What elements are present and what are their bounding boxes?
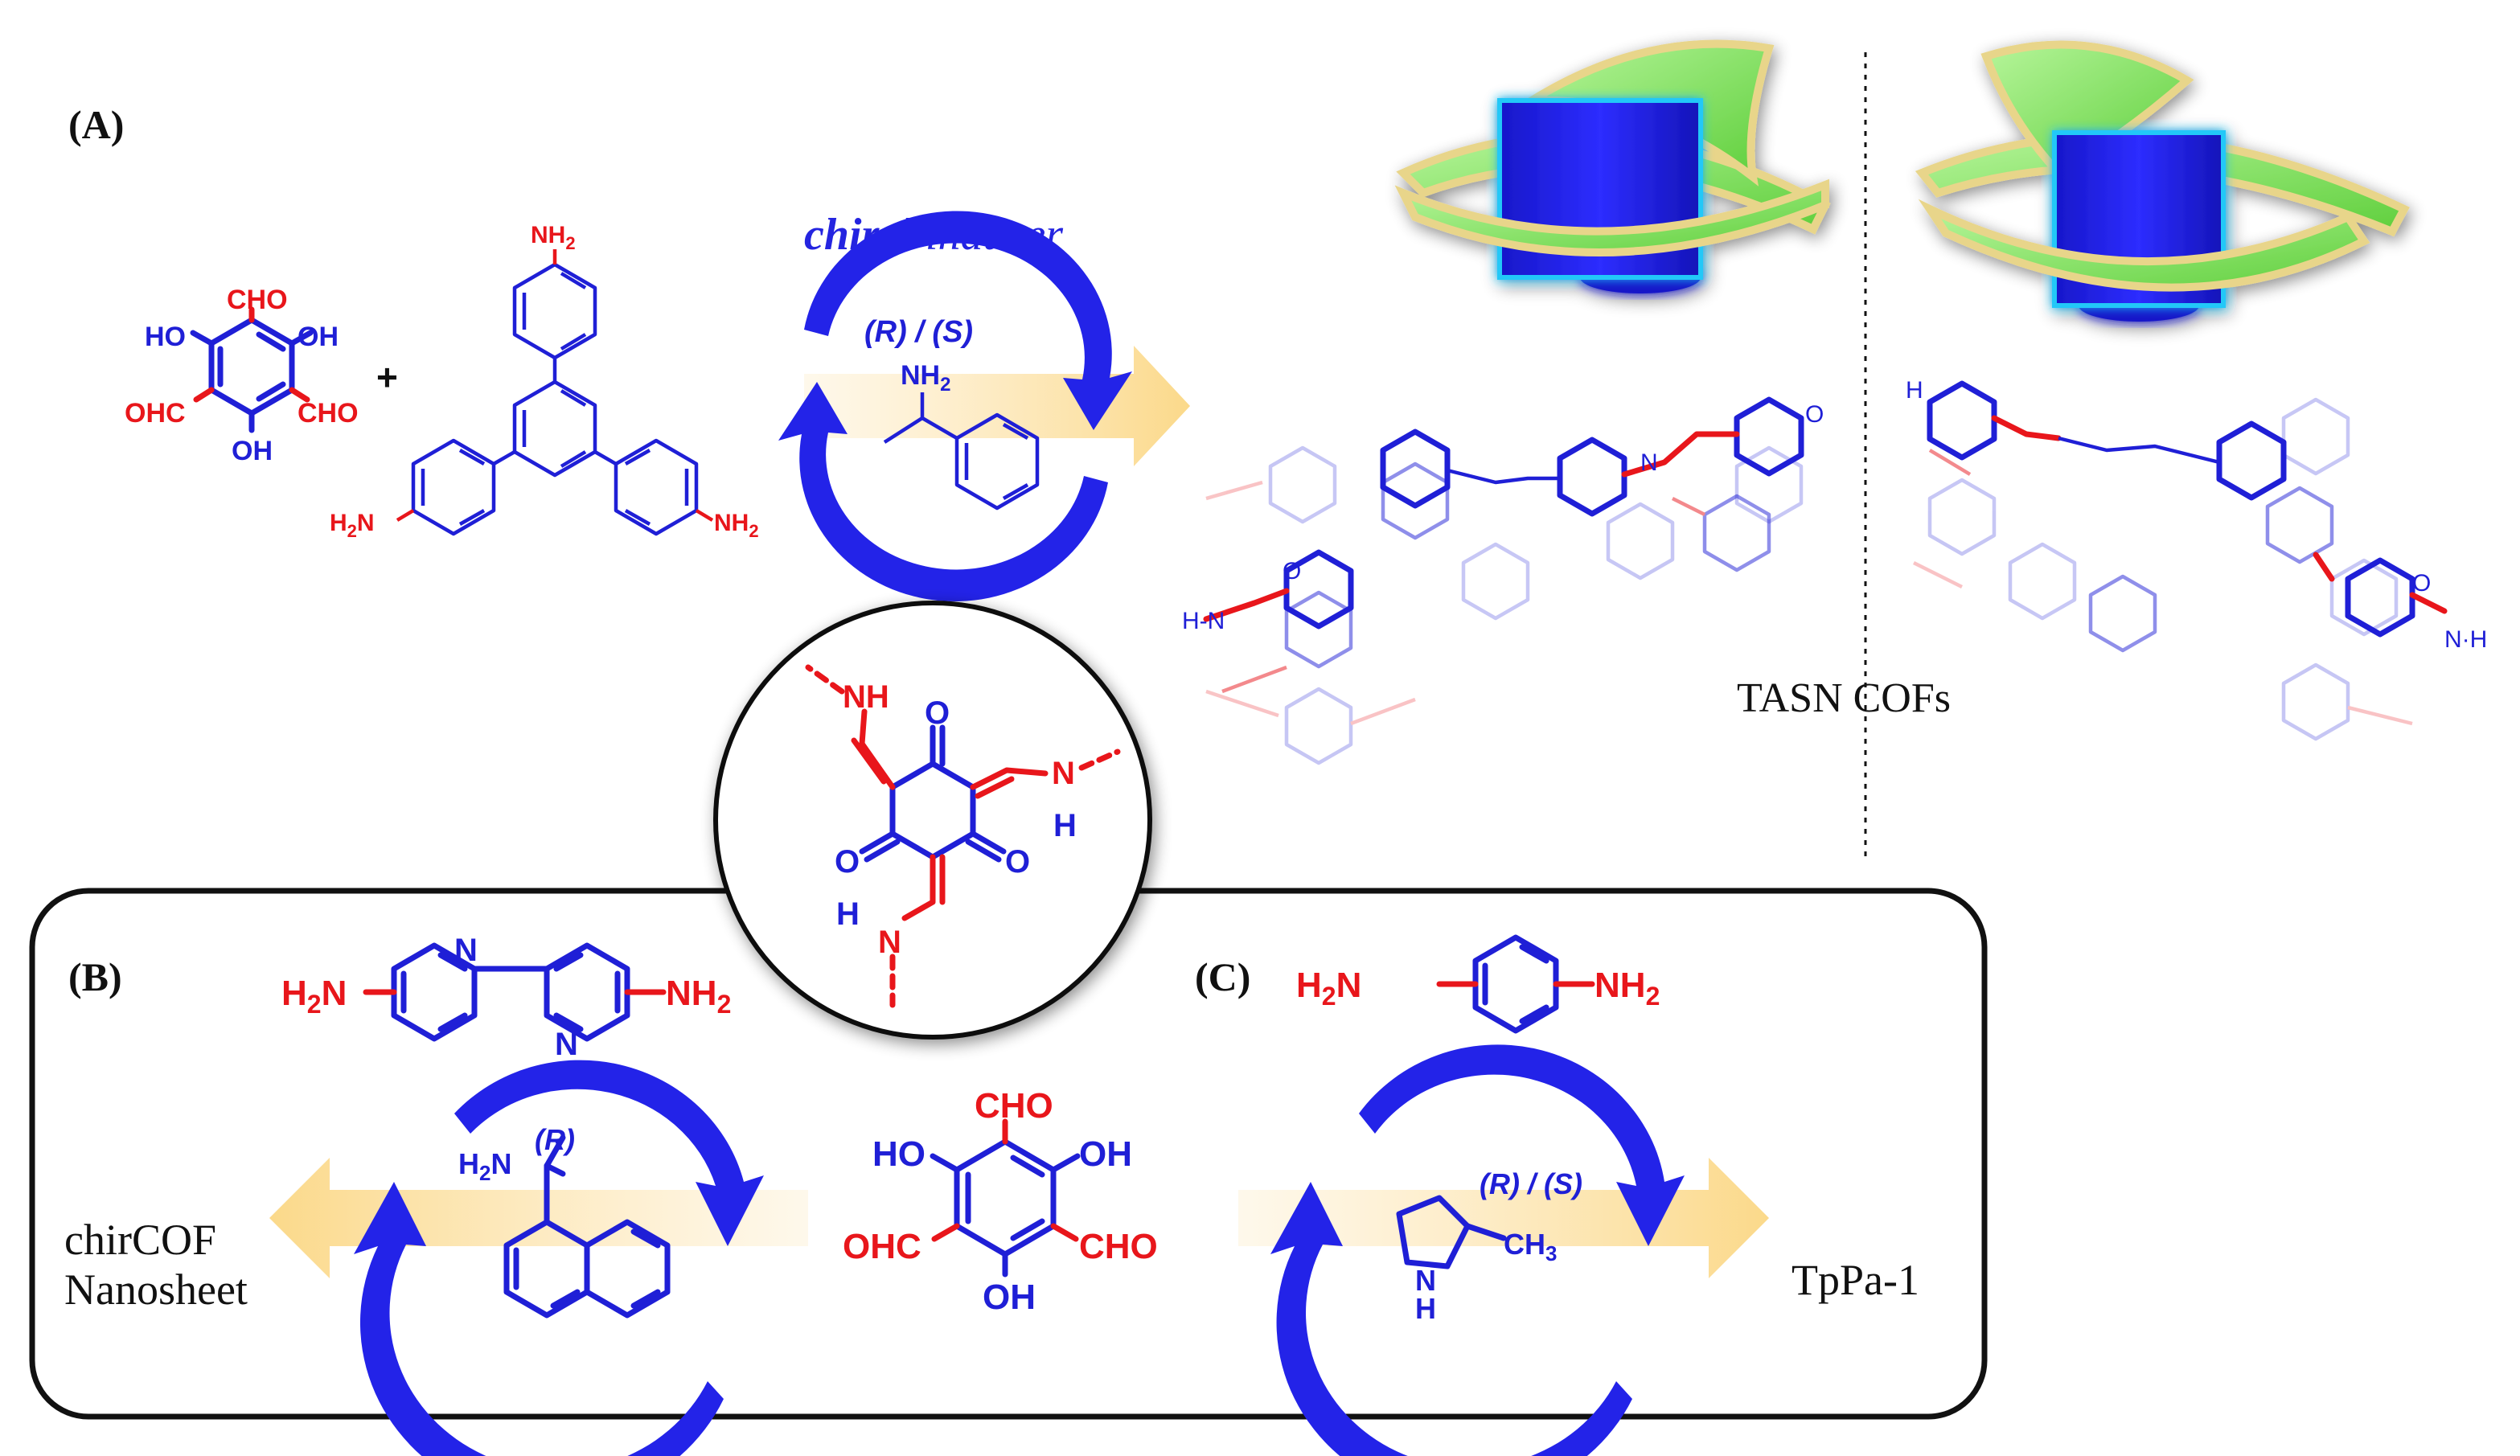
tasn-cof-label: TASN COFs <box>1737 675 1951 721</box>
cof-right-hn: H <box>1906 377 1923 404</box>
chircof-label-line1: chirCOF <box>64 1216 216 1264</box>
inducer-c-config: (R) / (S) <box>1480 1167 1582 1200</box>
panel-label-c: (C) <box>1195 954 1250 999</box>
tapb-h2n-left: H2N <box>330 510 375 541</box>
helix-model-right <box>1915 40 2410 322</box>
tp-center-ohc-left: OHC <box>843 1227 921 1266</box>
tp-a-cho-right: CHO <box>298 398 359 429</box>
cof-left-o2: O <box>1805 401 1824 428</box>
chiral-inducer-b: (R) H2N <box>269 1060 808 1456</box>
inducer-a-config: (R) / (S) <box>864 315 973 349</box>
inducer-b-h2n: H2N <box>458 1147 511 1185</box>
cycle-arrow-b-top <box>454 1060 764 1246</box>
bpy-n-top: N <box>454 933 478 968</box>
linkage-n-right: N <box>1052 756 1075 791</box>
tapb-nh2-right: NH2 <box>714 510 759 541</box>
chircof-label: chirCOF Nanosheet <box>64 1216 248 1314</box>
tapb-nh2-top: NH2 <box>531 222 576 253</box>
monomer-tapb: NH2 H2N NH2 <box>330 222 759 541</box>
cof-left-n: N <box>1640 449 1658 476</box>
arrow-left-b <box>269 1158 808 1278</box>
helix-model-left <box>1394 39 1831 293</box>
chircof-label-line2: Nanosheet <box>64 1265 248 1314</box>
phenylenediamine: H2N NH2 <box>1296 934 1660 1034</box>
cof-stack-right: H N·H O <box>1906 377 2487 741</box>
cof-left-o: O <box>1283 558 1301 584</box>
bipyridine-diamine: H2N N N NH2 <box>281 933 731 1062</box>
inducer-c-ch3: CH3 <box>1504 1228 1557 1265</box>
cycle-arrow-b-bottom <box>354 1182 724 1456</box>
cof-stack-left: H-N O O N <box>1182 396 1824 765</box>
panel-label-b: (B) <box>68 954 122 999</box>
cof-left-hn: H-N <box>1182 608 1225 634</box>
tp-a-oh-bottom: OH <box>232 436 273 466</box>
linkage-n-left: N <box>878 925 901 960</box>
tp-center-ho-left: HO <box>872 1134 926 1174</box>
inducer-a-amine: NH2 <box>901 360 950 396</box>
tp-a-oh-right: OH <box>298 322 339 352</box>
plus-sign: + <box>376 356 398 398</box>
bpy-nh2: NH2 <box>666 974 731 1019</box>
tp-a-ho-left: HO <box>145 322 186 352</box>
cof-right-o: O <box>2412 570 2431 597</box>
inducer-c-n: N <box>1415 1264 1436 1297</box>
bpy-h2n: H2N <box>281 974 347 1019</box>
chiral-inducer-a: chiral inducer (R) / (S) NH2 <box>778 210 1190 602</box>
linkage-nh: NH <box>843 679 889 715</box>
arrow-right-c <box>1238 1158 1769 1278</box>
linkage-o-left: O <box>835 844 860 880</box>
tp-center-cho-top: CHO <box>975 1086 1053 1126</box>
linkage-o-right: O <box>1005 844 1030 880</box>
linkage-o-top: O <box>925 695 950 731</box>
pda-h2n: H2N <box>1296 966 1361 1011</box>
tp-center-oh-bottom: OH <box>983 1278 1036 1317</box>
cof-right-nh: N·H <box>2444 626 2487 653</box>
inducer-c-h: H <box>1415 1292 1436 1325</box>
tp-a-cho-top: CHO <box>227 285 288 315</box>
tp-a-ohc-left: OHC <box>125 398 186 429</box>
monomer-tp-center: CHO HO OH OHC CHO OH <box>843 1086 1158 1317</box>
arrow-right-a <box>804 346 1190 466</box>
chiral-inducer-c: (R) / (S) N H CH3 <box>1238 1044 1769 1456</box>
cycle-arrow-c-top <box>1359 1044 1685 1246</box>
bpy-n-bottom: N <box>555 1027 578 1062</box>
cycle-arrow-a-bottom <box>778 382 1108 602</box>
tppa-label: TpPa-1 <box>1791 1256 1919 1304</box>
cycle-arrow-c-bottom <box>1270 1182 1632 1456</box>
cycle-arrow-a-top <box>804 211 1132 430</box>
pda-nh2: NH2 <box>1594 966 1660 1011</box>
panel-label-a: (A) <box>68 102 124 147</box>
tp-center-oh-right: OH <box>1079 1134 1132 1174</box>
linkage-inset: NH N H H N O O O <box>713 601 1152 1040</box>
tp-center-cho-right: CHO <box>1079 1227 1158 1266</box>
monomer-tp-a: CHO HO OH OHC CHO OH <box>125 285 359 466</box>
linkage-h-right: H <box>1053 808 1077 843</box>
linkage-h-left: H <box>836 896 860 932</box>
